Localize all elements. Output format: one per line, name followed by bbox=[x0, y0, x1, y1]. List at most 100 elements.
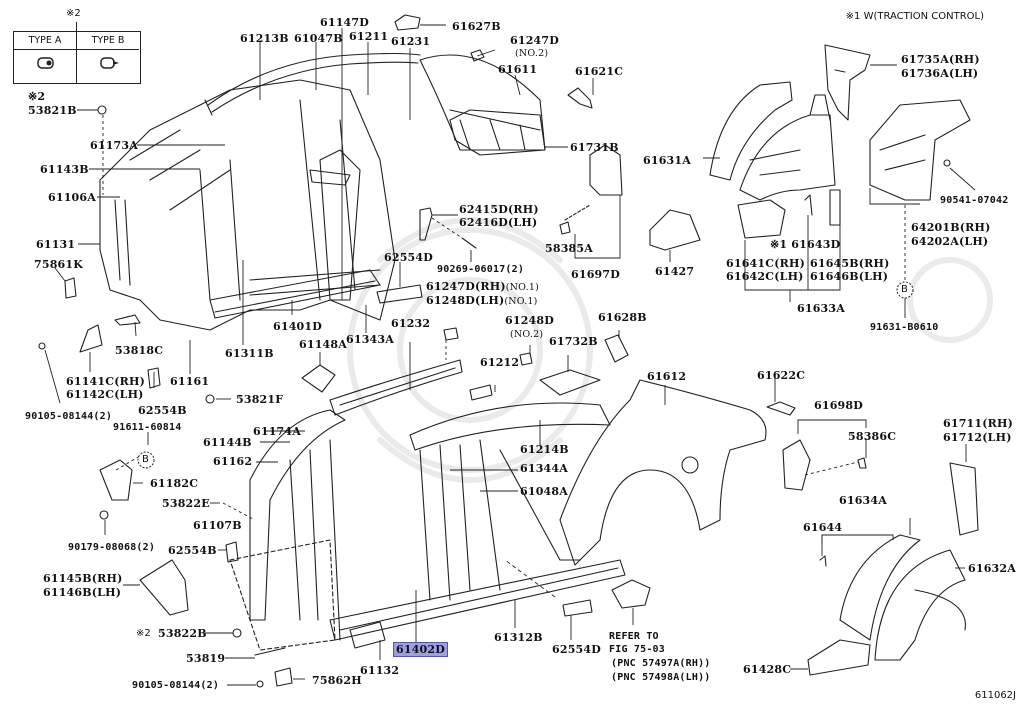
part-label-61644[interactable]: 61644 bbox=[803, 521, 843, 534]
part-label-61401d[interactable]: 61401D bbox=[273, 320, 323, 333]
part-label-61211[interactable]: 61211 bbox=[349, 30, 389, 43]
legend-marker: ※2 bbox=[66, 8, 81, 19]
part-label-61612[interactable]: 61612 bbox=[647, 370, 687, 383]
part-label-61732b[interactable]: 61732B bbox=[549, 335, 598, 348]
part-label-61645b[interactable]: 61645B(RH) bbox=[810, 257, 890, 270]
part-label-61162[interactable]: 61162 bbox=[213, 455, 253, 468]
part-label-61144b[interactable]: 61144B bbox=[203, 436, 252, 449]
part-label-62416d[interactable]: 62416D(LH) bbox=[459, 216, 538, 229]
part-label-58386c[interactable]: 58386C bbox=[848, 430, 897, 443]
part-label-61247d-no1[interactable]: 61247D(RH)(NO.1) bbox=[426, 280, 539, 294]
part-label-61132[interactable]: 61132 bbox=[360, 664, 400, 677]
part-label-61697d[interactable]: 61697D bbox=[571, 268, 621, 281]
part-label-61107b[interactable]: 61107B bbox=[193, 519, 242, 532]
part-label-64202a[interactable]: 64202A(LH) bbox=[911, 235, 989, 248]
part-label-61213b[interactable]: 61213B bbox=[240, 32, 289, 45]
part-label-61141c[interactable]: 61141C(RH) bbox=[66, 375, 145, 388]
no1-note-2: (NO.1) bbox=[504, 296, 538, 307]
part-label-61735a[interactable]: 61735A(RH) bbox=[901, 53, 980, 66]
part-label-61232[interactable]: 61232 bbox=[391, 317, 431, 330]
part-label-62415d[interactable]: 62415D(RH) bbox=[459, 203, 539, 216]
part-label-61146b[interactable]: 61146B(LH) bbox=[43, 586, 122, 599]
part-label-53819[interactable]: 53819 bbox=[186, 652, 226, 665]
part-label-75862h[interactable]: 75862H bbox=[312, 674, 362, 687]
part-label-90179-08068[interactable]: 90179-08068(2) bbox=[68, 542, 156, 553]
part-label-61214b[interactable]: 61214B bbox=[520, 443, 569, 456]
part-label-91611-60814[interactable]: 91611-60814 bbox=[113, 422, 182, 433]
leader-lines bbox=[44, 24, 976, 686]
part-label-61248d-no2[interactable]: 61248D bbox=[505, 314, 555, 327]
part-label-61182c[interactable]: 61182C bbox=[150, 477, 199, 490]
part-label-61147d[interactable]: 61147D bbox=[320, 16, 370, 29]
part-label-61248d-no1[interactable]: 61248D(LH)(NO.1) bbox=[426, 294, 538, 308]
part-label-90541-07042[interactable]: 90541-07042 bbox=[940, 195, 1009, 206]
part-label-61622c[interactable]: 61622C bbox=[757, 369, 806, 382]
part-label-90105-08144-bot[interactable]: 90105-08144(2) bbox=[132, 680, 220, 691]
part-label-61712[interactable]: 61712(LH) bbox=[943, 431, 1012, 444]
part-61248d-no1 bbox=[443, 327, 459, 341]
part-label-61731b[interactable]: 61731B bbox=[570, 141, 619, 154]
part-label-61173a[interactable]: 61173A bbox=[90, 139, 139, 152]
part-label-61632a[interactable]: 61632A bbox=[968, 562, 1017, 575]
part-label-53821f[interactable]: 53821F bbox=[236, 393, 284, 406]
part-62415d bbox=[419, 207, 433, 241]
part-label-61611[interactable]: 61611 bbox=[498, 63, 538, 76]
part-label-62554b-top[interactable]: 62554B bbox=[138, 404, 187, 417]
part-label-61131[interactable]: 61131 bbox=[36, 238, 76, 251]
part-label-53822b[interactable]: 53822B bbox=[158, 627, 207, 640]
part-61621c bbox=[567, 87, 593, 109]
part-label-61633a[interactable]: 61633A bbox=[797, 302, 846, 315]
part-label-61174a[interactable]: 61174A bbox=[253, 425, 302, 438]
part-53822b-clip bbox=[232, 628, 242, 638]
part-label-61143b[interactable]: 61143B bbox=[40, 163, 89, 176]
part-label-61148a[interactable]: 61148A bbox=[299, 338, 348, 351]
part-90269-bolt bbox=[461, 237, 477, 249]
part-rocker-61402d bbox=[329, 559, 626, 641]
part-61645b bbox=[829, 189, 841, 226]
part-label-61312b[interactable]: 61312B bbox=[494, 631, 543, 644]
part-label-61343a[interactable]: 61343A bbox=[346, 333, 395, 346]
part-label-61427[interactable]: 61427 bbox=[655, 265, 695, 278]
part-label-61428c[interactable]: 61428C bbox=[743, 663, 792, 676]
part-label-61646b[interactable]: 61646B(LH) bbox=[810, 270, 889, 283]
part-label-61634a[interactable]: 61634A bbox=[839, 494, 888, 507]
part-label-61212[interactable]: 61212 bbox=[480, 356, 520, 369]
part-label-61142c[interactable]: 61142C(LH) bbox=[66, 388, 144, 401]
part-label-75861k[interactable]: 75861K bbox=[34, 258, 84, 271]
part-label-61311b[interactable]: 61311B bbox=[225, 347, 274, 360]
part-label-61248d-no2-sub: (NO.2) bbox=[510, 327, 543, 341]
part-label-53821b[interactable]: 53821B bbox=[28, 104, 77, 117]
part-label-61627b[interactable]: 61627B bbox=[452, 20, 501, 33]
part-label-90105-08144-top[interactable]: 90105-08144(2) bbox=[25, 411, 113, 422]
refer-note-line2[interactable]: FIG 75-03 bbox=[609, 644, 665, 655]
part-label-61642c[interactable]: 61642C(LH) bbox=[726, 270, 804, 283]
part-label-61145b[interactable]: 61145B(RH) bbox=[43, 572, 123, 585]
part-label-61641c[interactable]: 61641C(RH) bbox=[726, 257, 805, 270]
part-label-61698d[interactable]: 61698D bbox=[814, 399, 864, 412]
part-label-61621c[interactable]: 61621C bbox=[575, 65, 624, 78]
part-label-91631-b0610[interactable]: 91631-B0610 bbox=[870, 322, 939, 333]
part-label-62554d-top[interactable]: 62554D bbox=[384, 251, 434, 264]
part-label-64201b[interactable]: 64201B(RH) bbox=[911, 221, 991, 234]
part-label-61631a[interactable]: 61631A bbox=[643, 154, 692, 167]
clip-type-a-icon bbox=[37, 57, 54, 69]
part-label-53818c[interactable]: 53818C bbox=[115, 344, 164, 357]
part-label-62554d-bot[interactable]: 62554D bbox=[552, 643, 602, 656]
part-label-61736a[interactable]: 61736A(LH) bbox=[901, 67, 979, 80]
part-label-61048a[interactable]: 61048A bbox=[520, 485, 569, 498]
part-label-61643d[interactable]: ※1 61643D bbox=[770, 238, 841, 251]
part-label-61628b[interactable]: 61628B bbox=[598, 311, 647, 324]
part-label-61231[interactable]: 61231 bbox=[391, 35, 431, 48]
part-label-90269-06017[interactable]: 90269-06017(2) bbox=[437, 264, 525, 275]
part-label-61344a[interactable]: 61344A bbox=[520, 462, 569, 475]
part-label-58385a[interactable]: 58385A bbox=[545, 242, 594, 255]
part-label-61047b[interactable]: 61047B bbox=[294, 32, 343, 45]
part-label-62554b-bot[interactable]: 62554B bbox=[168, 544, 217, 557]
legend-divider bbox=[76, 22, 77, 83]
part-label-61402d-selected[interactable]: 61402D bbox=[392, 642, 449, 657]
part-label-61711[interactable]: 61711(RH) bbox=[943, 417, 1014, 430]
part-label-61247d-no2[interactable]: 61247D bbox=[510, 34, 560, 47]
part-label-53822e[interactable]: 53822E bbox=[162, 497, 210, 510]
part-label-61161[interactable]: 61161 bbox=[170, 375, 210, 388]
part-label-61106a[interactable]: 61106A bbox=[48, 191, 97, 204]
